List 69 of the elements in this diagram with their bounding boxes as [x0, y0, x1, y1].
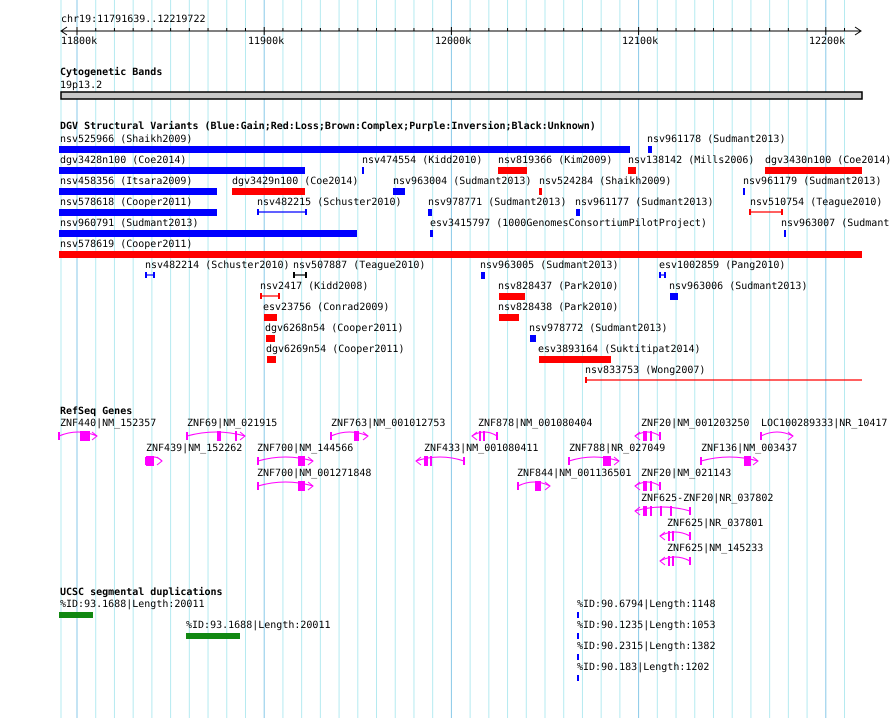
gene-label: ZNF625-ZNF20|NR_037802	[641, 493, 774, 505]
variant-label: nsv961178 (Sudmant2013)	[647, 134, 786, 146]
variant-label: nsv578619 (Cooper2011)	[60, 239, 192, 251]
duplication-label: %ID:93.1688|Length:20011	[186, 620, 330, 632]
variant-label: nsv510754 (Teague2010)	[750, 197, 882, 209]
tick-label: 12100k	[622, 36, 658, 48]
variant-label: nsv482215 (Schuster2010)	[257, 197, 402, 209]
position-label: chr19:11791639..12219722	[61, 14, 206, 26]
duplication-label: %ID:90.1235|Length:1053	[577, 620, 716, 632]
variant-label: dgv3430n100 (Coe2014)	[765, 155, 890, 167]
gene-label: ZNF763|NM_001012753	[331, 418, 446, 430]
variant-label: nsv960791 (Sudmant2013)	[60, 218, 198, 230]
track-title: RefSeq Genes	[60, 406, 132, 418]
variant-label: nsv578618 (Cooper2011)	[60, 197, 192, 209]
duplication-label: %ID:93.1688|Length:20011	[60, 599, 204, 611]
gene-label: ZNF20|NM_021143	[641, 468, 732, 480]
gene-label: ZNF440|NM_152357	[60, 418, 156, 430]
variant-label: nsv828437 (Park2010)	[498, 281, 618, 293]
gene-label: ZNF625|NR_037801	[667, 518, 764, 530]
duplication-label: %ID:90.6794|Length:1148	[577, 599, 716, 611]
variant-label: nsv2417 (Kidd2008)	[260, 281, 368, 293]
variant-label: nsv828438 (Park2010)	[498, 302, 618, 314]
variant-label: nsv961177 (Sudmant2013)	[575, 197, 714, 209]
tick-label: 12200k	[809, 36, 846, 48]
variant-label: nsv482214 (Schuster2010)	[145, 260, 290, 272]
variant-label: nsv978772 (Sudmant2013)	[529, 323, 668, 335]
gene-label: ZNF700|NM_144566	[257, 443, 354, 455]
variant-label: esv23756 (Conrad2009)	[263, 302, 390, 314]
variant-label: nsv963006 (Sudmant2013)	[669, 281, 808, 293]
variant-label: nsv963004 (Sudmant2013)	[393, 176, 532, 188]
duplication-label: %ID:90.2315|Length:1382	[577, 641, 716, 653]
gene-label: ZNF844|NM_001136501	[517, 468, 632, 480]
variant-label: nsv458356 (Itsara2009)	[60, 176, 192, 188]
variant-label: esv1002859 (Pang2010)	[659, 260, 786, 272]
tick-label: 12000k	[435, 36, 472, 48]
gene-label: ZNF136|NM_003437	[701, 443, 798, 455]
gene-label: ZNF625|NM_145233	[667, 543, 764, 555]
gene-label: ZNF788|NR_027049	[569, 443, 666, 455]
variant-label: nsv963007 (Sudmant	[781, 218, 890, 230]
variant-label: dgv6269n54 (Cooper2011)	[266, 344, 404, 356]
track-title: UCSC segmental duplications	[60, 587, 223, 599]
duplication-label: %ID:90.183|Length:1202	[577, 662, 710, 674]
variant-label: nsv474554 (Kidd2010)	[362, 155, 482, 167]
variant-label: esv3893164 (Suktitipat2014)	[538, 344, 701, 356]
gene-label: ZNF439|NM_152262	[146, 443, 242, 455]
gene-label: ZNF878|NM_001080404	[478, 418, 592, 430]
gene-label: ZNF700|NM_001271848	[257, 468, 372, 480]
variant-label: dgv3428n100 (Coe2014)	[60, 155, 186, 167]
variant-label: nsv833753 (Wong2007)	[585, 365, 706, 377]
gene-label: LOC100289333|NR_10417	[761, 418, 888, 430]
variant-label: nsv524284 (Shaikh2009)	[539, 176, 672, 188]
gene-label: ZNF433|NM_001080411	[424, 443, 538, 455]
gene-label: ZNF69|NM_021915	[187, 418, 278, 430]
variant-label: esv3415797 (1000GenomesConsortiumPilotProject)	[430, 218, 707, 230]
variant-label: nsv525966 (Shaikh2009)	[60, 134, 192, 146]
track-title: Cytogenetic Bands	[60, 67, 162, 79]
band-label: 19p13.2	[60, 80, 102, 92]
variant-label: dgv3429n100 (Coe2014)	[232, 176, 358, 188]
variant-label: nsv978771 (Sudmant2013)	[428, 197, 566, 209]
variant-label: dgv6268n54 (Cooper2011)	[265, 323, 404, 335]
variant-label: nsv963005 (Sudmant2013)	[480, 260, 618, 272]
variant-label: nsv507887 (Teague2010)	[293, 260, 426, 272]
variant-label: nsv819366 (Kim2009)	[498, 155, 612, 167]
tick-label: 11900k	[248, 36, 284, 48]
track-title: DGV Structural Variants (Blue:Gain;Red:Loss;Brown:Complex;Purple:Inversion;Black:Unknown)	[60, 121, 596, 133]
variant-label: nsv961179 (Sudmant2013)	[743, 176, 882, 188]
variant-label: nsv138142 (Mills2006)	[628, 155, 754, 167]
gene-label: ZNF20|NM_001203250	[641, 418, 750, 430]
tick-label: 11800k	[61, 36, 98, 48]
